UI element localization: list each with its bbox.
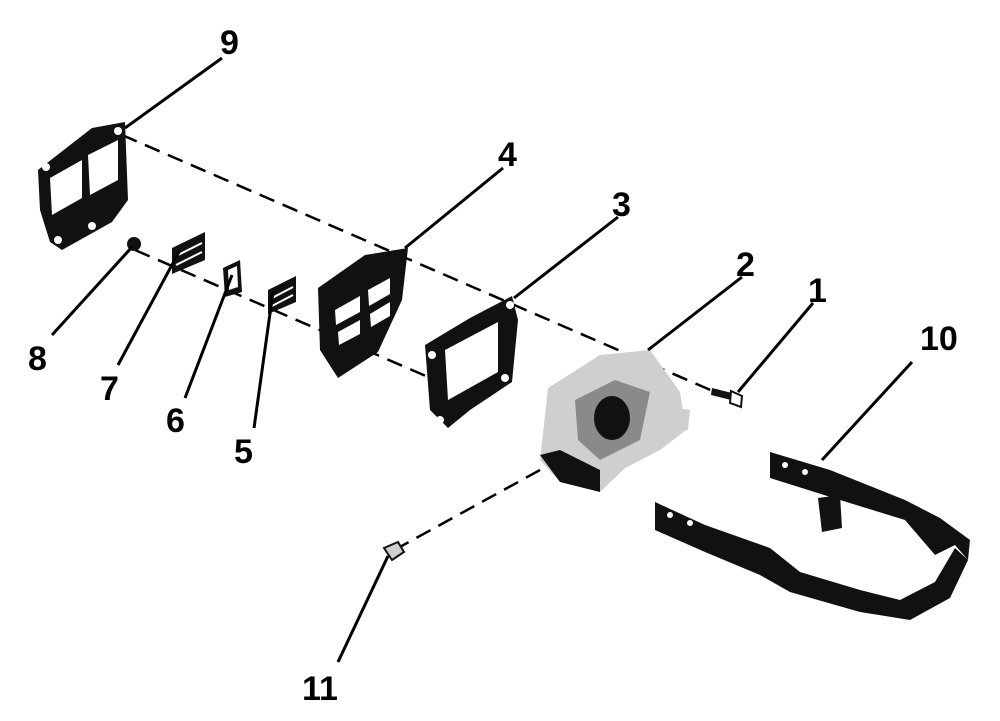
bracket-post [818, 495, 842, 532]
leader-line-8 [50, 245, 134, 337]
part-2-housing [540, 350, 690, 492]
reed-block-port [370, 302, 390, 327]
part-11-screw [382, 540, 406, 562]
callout-3: 3 [612, 186, 631, 224]
reed-slot [271, 286, 294, 299]
reed-slot [271, 294, 294, 307]
gasket-hole [42, 163, 50, 171]
gasket-hole [428, 351, 436, 359]
callout-11: 11 [302, 670, 338, 708]
leader-line-7 [116, 249, 182, 366]
callout-2: 2 [736, 246, 755, 284]
part-7-reed-stop [172, 232, 205, 274]
leader-line-6 [183, 274, 234, 399]
gasket-port [445, 322, 498, 400]
part-1-bolt [711, 388, 744, 409]
assembly-lines [121, 133, 723, 550]
housing-nozzle [660, 405, 690, 432]
part-4-reed-block [318, 248, 408, 378]
gasket-hole [88, 222, 96, 230]
gasket-hole [54, 236, 62, 244]
part-10-bracket [655, 452, 970, 620]
callout-4: 4 [498, 136, 517, 174]
housing-base [540, 450, 600, 492]
gasket-hole [501, 374, 509, 382]
leader-line-2 [647, 275, 743, 352]
reed-stop-slot [175, 251, 203, 266]
part-5-reed [268, 276, 296, 314]
callout-9: 9 [220, 24, 239, 62]
bracket-hole [667, 512, 673, 518]
leader-line-5 [252, 291, 275, 429]
screw-head [382, 540, 406, 562]
leader-line-10 [820, 360, 914, 462]
reed-stop-slot [175, 242, 203, 257]
callout-10: 10 [920, 320, 958, 358]
assembly-line-upper [121, 133, 723, 397]
leader-line-3 [513, 215, 619, 300]
bracket-lower-arm [655, 502, 968, 620]
leader-line-11 [336, 555, 390, 663]
callout-5: 5 [234, 433, 253, 471]
callout-numbers: 1 2 3 4 5 6 7 8 9 10 11 [28, 24, 958, 708]
gasket-hole [436, 416, 444, 424]
leader-lines [50, 56, 914, 663]
gasket-port-right [88, 140, 118, 195]
leader-line-4 [404, 166, 504, 250]
bracket-hole [782, 462, 788, 468]
leader-line-9 [124, 56, 223, 130]
callout-7: 7 [100, 370, 119, 408]
reed-block-port [335, 296, 360, 325]
callout-6: 6 [166, 402, 185, 440]
gasket-hole [506, 301, 514, 309]
leader-line-1 [736, 302, 815, 393]
part-9-gasket [38, 122, 128, 250]
bracket-hole [802, 469, 808, 475]
bolt-shank [711, 388, 732, 400]
callout-1: 1 [808, 272, 827, 310]
assembly-line-lower [134, 248, 436, 382]
retainer-face [228, 266, 238, 290]
part-3-gasket [425, 296, 518, 428]
reed-block-body [318, 248, 408, 378]
housing-bore [594, 396, 630, 440]
assembly-line-drain [397, 468, 541, 550]
reed-block-port [338, 320, 360, 345]
gasket-port-left [50, 160, 82, 215]
bracket-upper-arm [770, 452, 970, 560]
callout-8: 8 [28, 340, 47, 378]
gasket-hole [114, 127, 122, 135]
bolt-head [728, 389, 744, 409]
reed-block-port [368, 278, 390, 306]
bracket-hole [687, 520, 693, 526]
